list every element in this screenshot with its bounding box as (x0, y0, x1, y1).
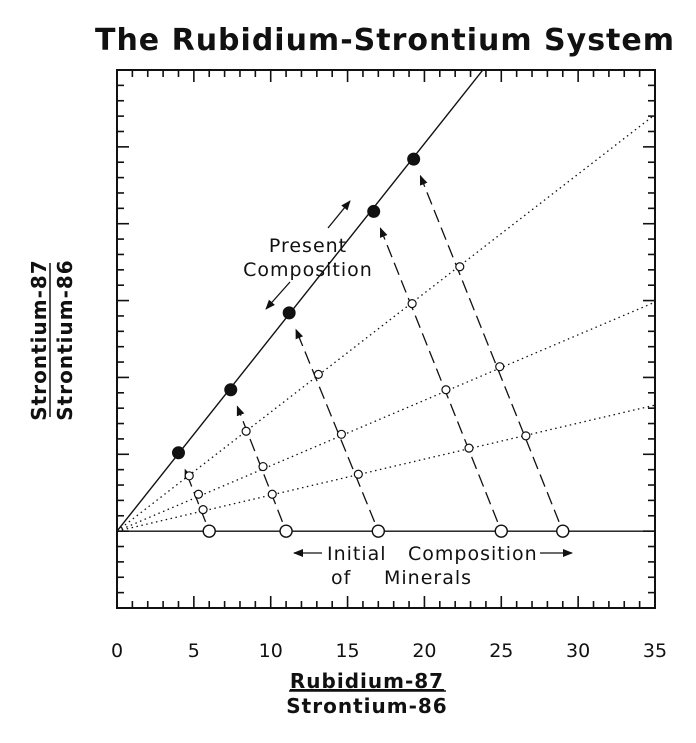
intermediate-composition-point (495, 362, 505, 372)
intermediate-composition-point (441, 385, 451, 395)
present-composition-point (171, 446, 185, 460)
x-tick-label: 15 (335, 640, 359, 662)
present-arrow-up (327, 200, 351, 229)
evolution-arrow-4 (419, 174, 560, 523)
present-label-line1: Present (269, 235, 347, 257)
intermediate-composition-point (464, 443, 474, 453)
axis-ticks (116, 69, 656, 609)
intermediate-composition-point (353, 469, 363, 479)
present-arrow-down (265, 281, 291, 310)
initial-composition-point (202, 524, 216, 538)
intermediate-composition-point (267, 489, 277, 499)
intermediate-composition-point (455, 262, 465, 272)
initial-label-left: Initial (327, 543, 387, 565)
intermediate-composition-point (407, 299, 417, 309)
present-composition-point (407, 152, 421, 166)
x-tick-label: 0 (111, 640, 123, 662)
x-tick-label: 35 (643, 640, 667, 662)
x-tick-label: 10 (259, 640, 283, 662)
reference-lines (117, 70, 655, 532)
y-axis-label-denominator: Strontium-86 (53, 259, 77, 420)
x-tick-label: 5 (188, 640, 200, 662)
intermediate-composition-point (258, 461, 268, 472)
intermediate-composition-point (241, 426, 251, 436)
intermediate-composition-point (521, 431, 531, 441)
x-axis-label-numerator: Rubidium-87 (290, 669, 444, 693)
present-composition-point (224, 383, 238, 397)
chart-title: The Rubidium-Strontium System (95, 23, 675, 58)
reference-line-dotted-2 (117, 114, 655, 532)
initial-composition-point (371, 524, 386, 538)
x-tick-label: 20 (412, 640, 436, 662)
initial-label-composition: Composition (408, 543, 538, 565)
initial-composition-point (556, 524, 570, 538)
evolution-arrow-3 (379, 227, 499, 523)
evolution-arrow-2 (295, 328, 376, 523)
plot-frame (116, 69, 656, 609)
x-tick-label: 30 (566, 640, 590, 662)
evolution-arrows (184, 174, 560, 523)
reference-line-solid-0 (117, 70, 484, 532)
initial-composition-point (279, 524, 293, 538)
x-tick-label: 25 (489, 640, 513, 662)
x-axis-label-denominator: Strontium-86 (286, 694, 447, 718)
intermediate-composition-point (193, 489, 204, 499)
intermediate-composition-point (336, 429, 347, 439)
initial-label-minerals: Minerals (384, 567, 472, 589)
reference-line-dotted-4 (117, 404, 655, 532)
initial-label-of: of (331, 567, 352, 589)
x-tick-labels: 0 5 10 15 20 25 30 35 (111, 640, 667, 662)
data-points (171, 152, 570, 538)
y-axis-label-numerator: Strontium-87 (27, 259, 51, 420)
present-label-line2: Composition (243, 259, 373, 281)
present-composition-point (367, 204, 381, 218)
intermediate-composition-point (198, 505, 208, 515)
present-composition-point (282, 306, 296, 320)
initial-composition-point (494, 524, 508, 538)
intermediate-composition-point (313, 369, 323, 379)
intermediate-composition-point (184, 471, 194, 481)
